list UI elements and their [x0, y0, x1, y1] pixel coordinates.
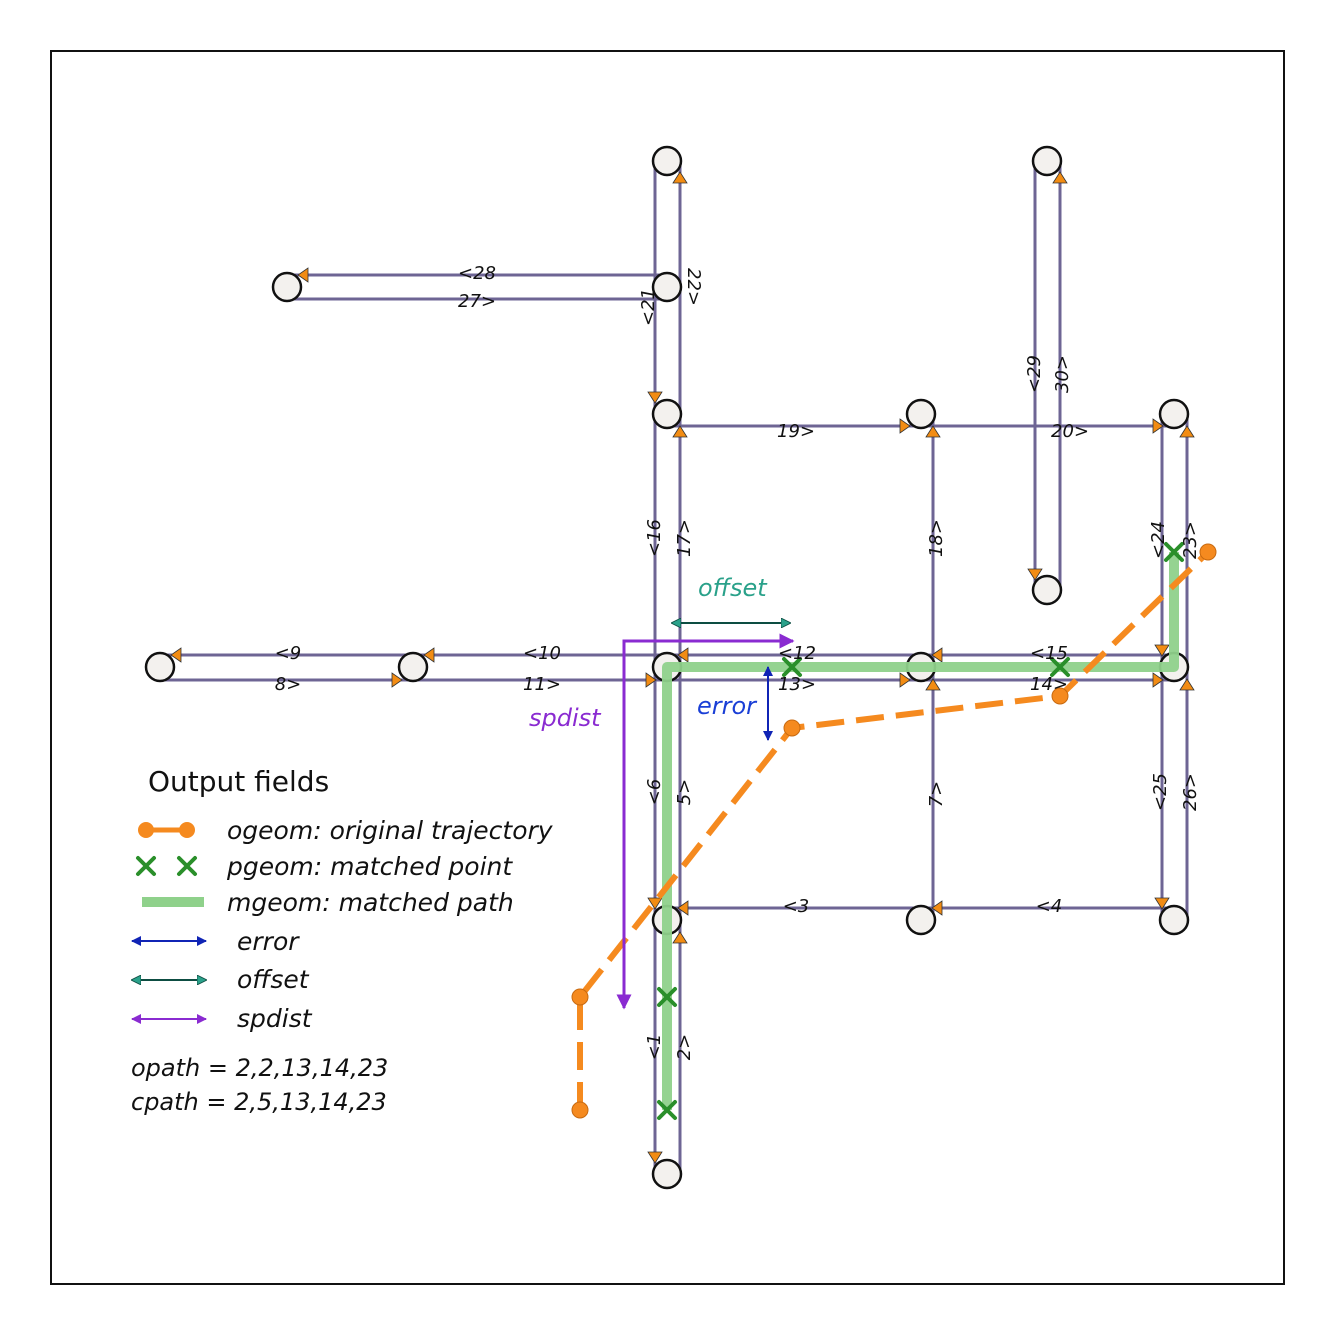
arrow-left-icon [423, 647, 435, 663]
edge-label: 22> [683, 268, 704, 306]
edge-label: <28 [458, 263, 496, 284]
arrow-right-icon [391, 672, 403, 688]
node [905, 398, 937, 430]
arrow-down-icon [1027, 568, 1043, 581]
cpath-text: cpath = 2,5,13,14,23 [131, 1088, 387, 1116]
node [651, 271, 683, 303]
arrow-up-icon [1179, 425, 1195, 438]
edge-label: 27> [458, 291, 496, 312]
arrow-left-icon [931, 900, 943, 916]
node [397, 651, 429, 683]
cross-marker-icon [1050, 657, 1070, 677]
cross-marker-icon [1164, 542, 1184, 562]
edge-label: <9 [275, 643, 302, 664]
trajectory-point [783, 719, 801, 737]
edge-label: 8> [275, 674, 302, 695]
legend: Output fields ogeom: original trajectory… [131, 765, 554, 1116]
edge-labels: <28 27> <21 22> <29 30> 19> 20> <16 17> … [275, 263, 1201, 1060]
node [651, 398, 683, 430]
arrow-left-icon [931, 647, 943, 663]
edge-label: <16 [644, 519, 665, 557]
arrow-up-icon [925, 425, 941, 438]
arrow-up-icon [1052, 171, 1068, 184]
arrow-up-icon [672, 425, 688, 438]
spdist-label: spdist [529, 704, 602, 732]
node [651, 145, 683, 177]
edge-label: 20> [1051, 421, 1089, 442]
node [1158, 398, 1190, 430]
edge-label: 30> [1052, 355, 1073, 393]
arrow-right-icon [1152, 672, 1164, 688]
trajectory-point [571, 1101, 589, 1119]
trajectory-point [1051, 687, 1069, 705]
cross-marker-icon [136, 856, 197, 876]
edge-label: <1 [644, 1034, 665, 1061]
edge-label: 23> [1180, 521, 1201, 559]
edge-label: <25 [1150, 773, 1171, 811]
legend-title: Output fields [148, 765, 329, 798]
edge-label: 18> [926, 519, 947, 557]
edge-label: <6 [644, 779, 665, 806]
arrow-up-icon [925, 678, 941, 691]
legend-item-mgeom: mgeom: matched path [227, 888, 514, 917]
trajectory-point [1199, 543, 1217, 561]
trajectory-line-icon [138, 822, 195, 838]
node [905, 904, 937, 936]
legend-item-error: error [237, 927, 300, 956]
edge-label: 13> [778, 674, 816, 695]
node [1031, 574, 1063, 606]
edge-label: 11> [523, 674, 561, 695]
edge-label: <10 [523, 643, 561, 664]
node [1158, 904, 1190, 936]
cross-marker-icon [657, 1100, 677, 1120]
edge-label: <3 [783, 896, 810, 917]
edge-label: 19> [777, 421, 815, 442]
arrow-down-icon [1154, 897, 1170, 910]
legend-item-spdist: spdist [237, 1004, 313, 1033]
arrow-down-icon [647, 391, 663, 404]
arrow-left-icon [297, 267, 309, 283]
edge-label: 14> [1030, 674, 1068, 695]
edge-label: 2> [674, 1034, 695, 1061]
edge-label: <12 [778, 643, 816, 664]
arrow-right-icon [899, 672, 911, 688]
node [1031, 145, 1063, 177]
edge-label: 7> [926, 781, 947, 808]
edge-label: <4 [1036, 896, 1063, 917]
arrow-down-icon [1154, 644, 1170, 657]
node [651, 1158, 683, 1190]
edge-label: <29 [1024, 355, 1045, 393]
trajectory-point [571, 988, 589, 1006]
error-label: error [697, 692, 758, 720]
arrow-down-icon [647, 1151, 663, 1164]
edge-label: <15 [1030, 643, 1068, 664]
legend-item-pgeom: pgeom: matched point [226, 852, 513, 881]
edge-label: 5> [674, 779, 695, 806]
edge-label: 26> [1180, 773, 1201, 811]
arrow-left-icon [170, 647, 182, 663]
edge-label: <21 [638, 288, 659, 326]
legend-item-offset: offset [237, 965, 310, 994]
node [144, 651, 176, 683]
spdist-arrow [616, 633, 795, 1010]
arrow-right-icon [1152, 418, 1164, 434]
arrow-up-icon [672, 171, 688, 184]
edge-label: <24 [1148, 521, 1169, 559]
edge-label: 17> [674, 519, 695, 557]
arrow-up-icon [1179, 678, 1195, 691]
offset-label: offset [698, 574, 768, 602]
legend-item-ogeom: ogeom: original trajectory [227, 816, 554, 845]
arrow-right-icon [899, 418, 911, 434]
node [271, 271, 303, 303]
opath-text: opath = 2,2,13,14,23 [131, 1054, 388, 1082]
